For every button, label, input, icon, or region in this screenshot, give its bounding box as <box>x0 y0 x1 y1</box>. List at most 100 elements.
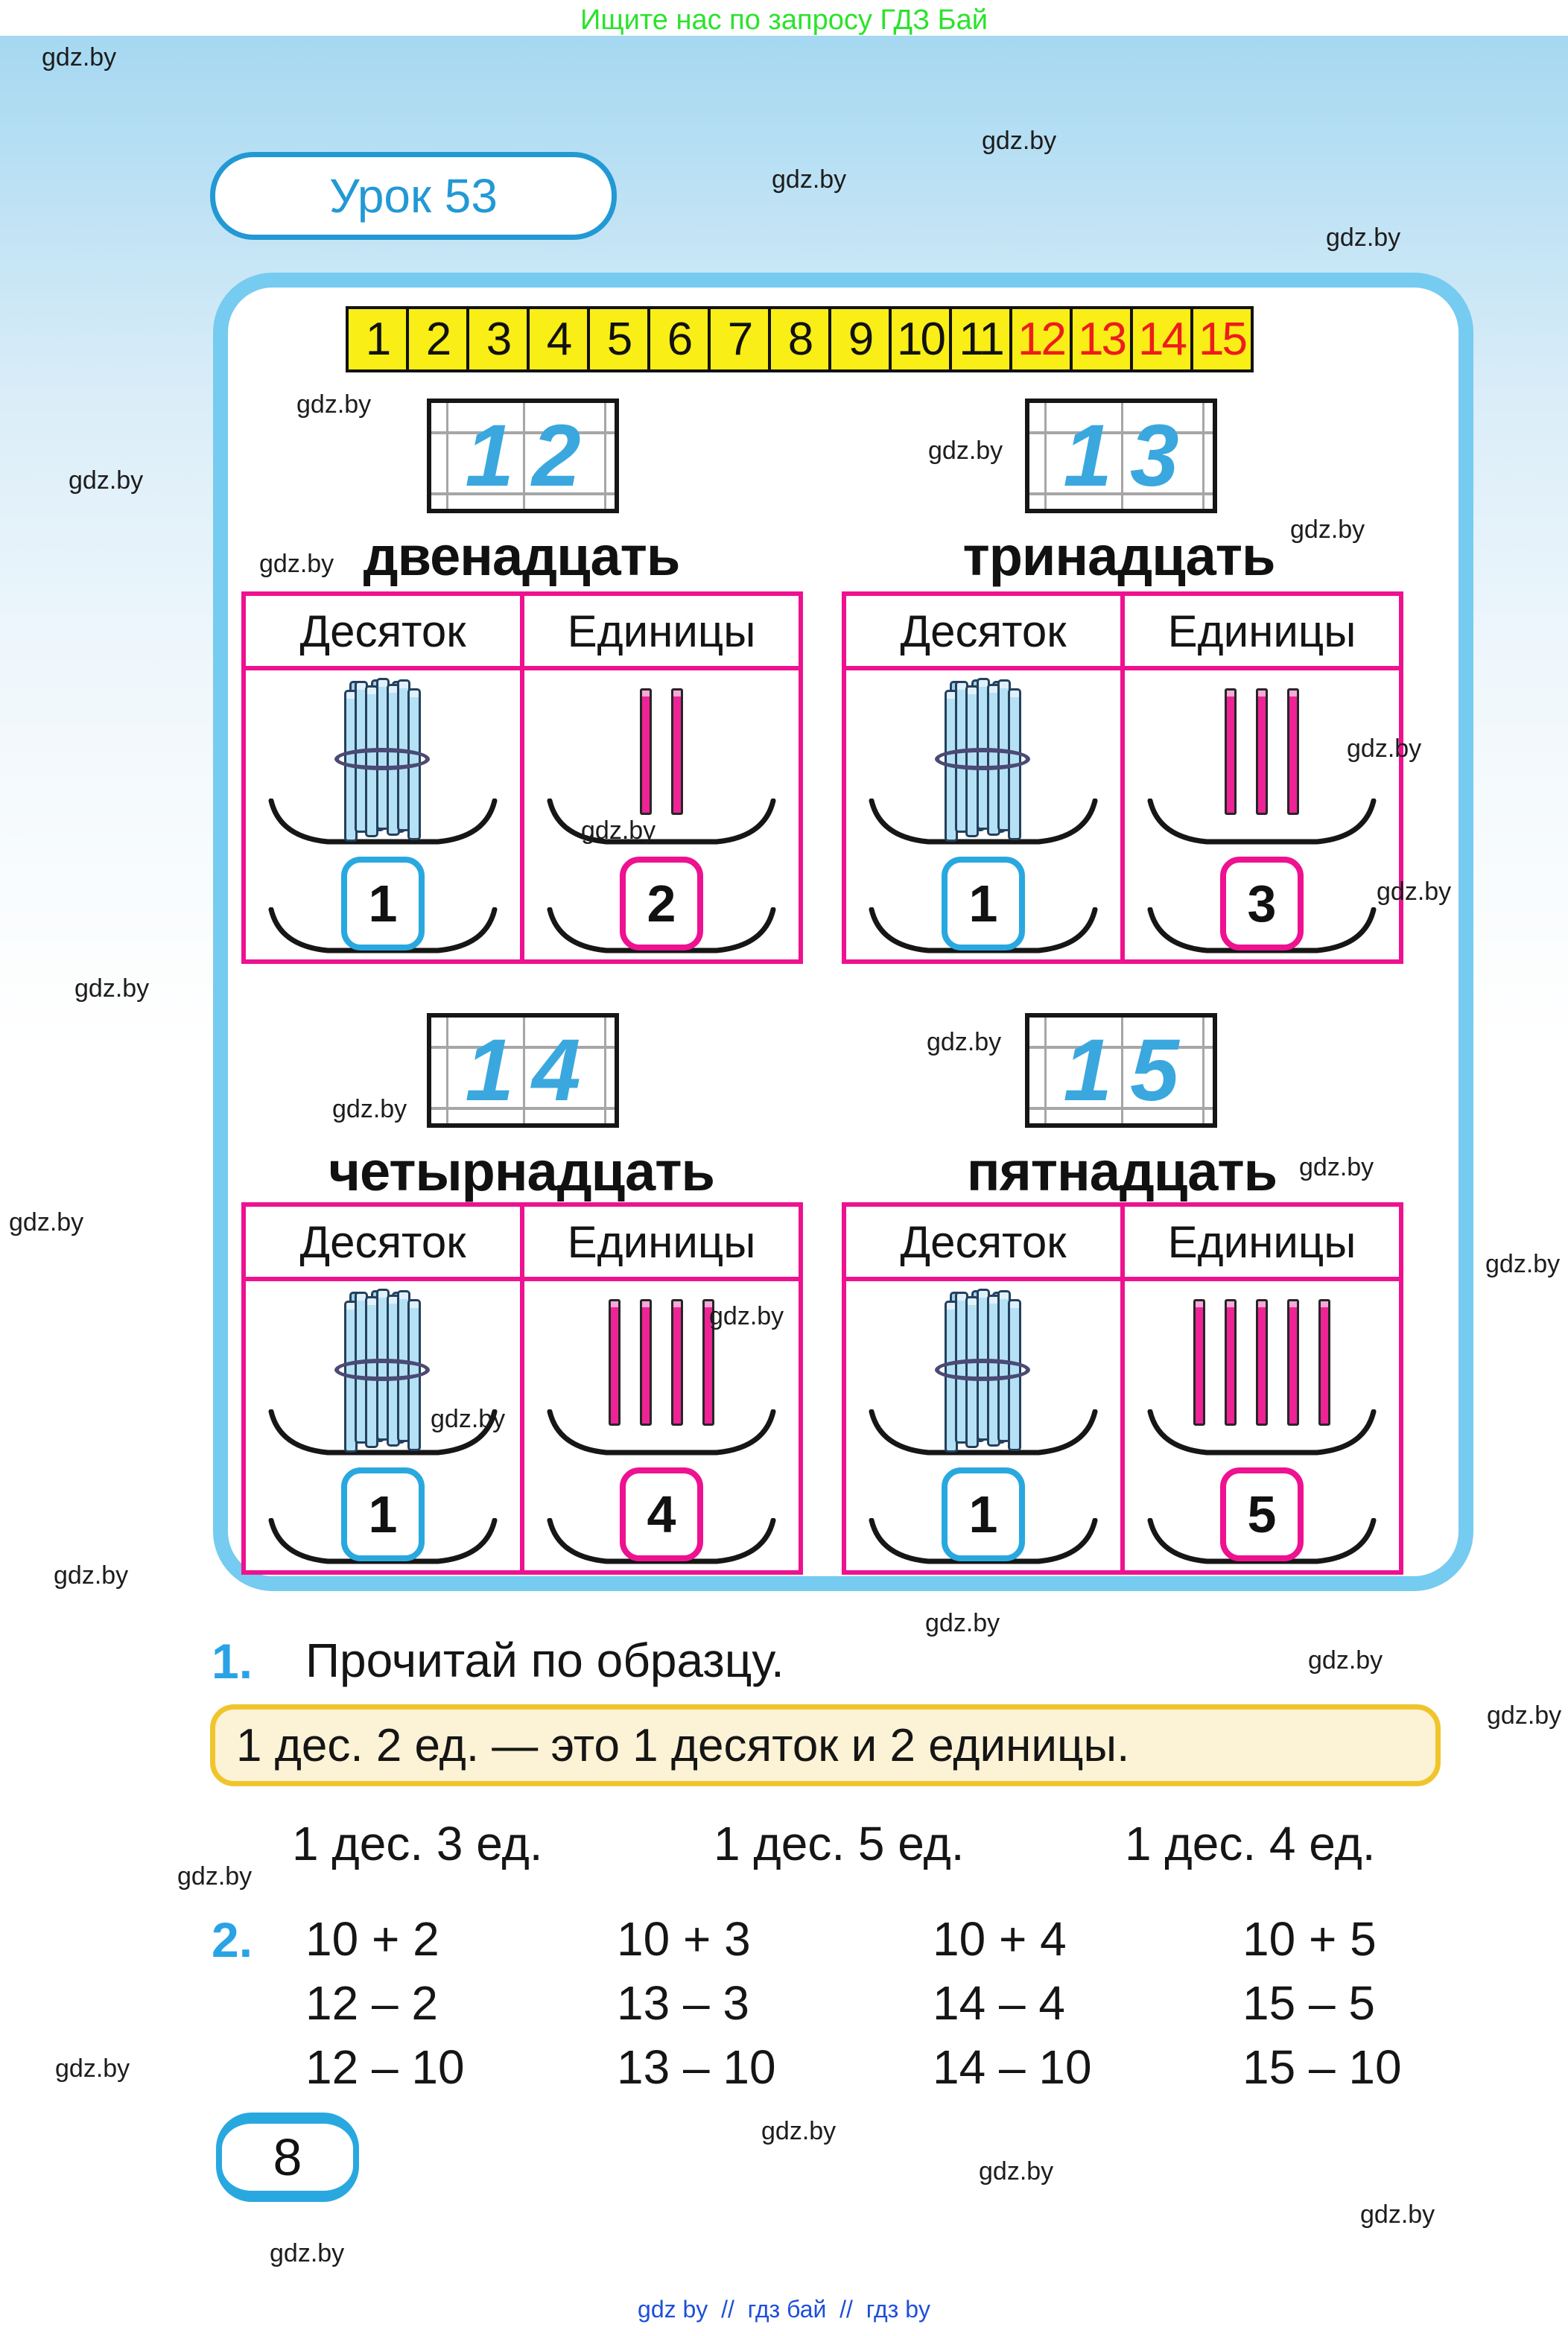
card-grid-vline <box>1121 1018 1123 1123</box>
watermark: gdz.by <box>74 974 150 1003</box>
exercise2-number: 2. <box>212 1912 253 1967</box>
table-header-row: Десяток Единицы <box>246 596 799 670</box>
tens-card-tray <box>267 907 499 955</box>
watermark: gdz.by <box>332 1095 407 1123</box>
unit-stick <box>1287 1299 1299 1426</box>
table-header-units: Единицы <box>1167 1216 1356 1267</box>
card-grid-vline <box>523 1018 525 1123</box>
unit-stick <box>1318 1299 1330 1426</box>
place-value-table-4: Десяток Единицы 1 5 <box>842 1202 1403 1575</box>
tens-cell: 1 <box>846 670 1125 959</box>
handwritten-digit: 5 <box>1130 1021 1179 1120</box>
tens-card-tray <box>267 1518 499 1566</box>
table-header-row: Десяток Единицы <box>846 596 1399 670</box>
strip-number-8: 8 <box>768 306 831 372</box>
card-grid-vline <box>1202 1018 1204 1123</box>
tens-sticks-tray <box>867 799 1099 846</box>
exercise2-expression: 12 – 2 <box>305 1976 438 2030</box>
unit-stick <box>1225 688 1237 815</box>
tens-card-tray <box>867 907 1099 955</box>
units-value-card: 3 <box>1220 857 1304 950</box>
page-number-badge: 8 <box>216 2113 359 2202</box>
watermark: gdz.by <box>296 390 372 419</box>
strip-number-6: 6 <box>647 306 711 372</box>
units-card-tray <box>545 907 778 955</box>
units-cell: 5 <box>1125 1281 1399 1570</box>
handwritten-digit: 1 <box>465 1021 514 1120</box>
unit-stick <box>1193 1299 1205 1426</box>
watermark: gdz.by <box>761 2117 837 2145</box>
card-grid-hline <box>1029 1046 1213 1049</box>
watermark: gdz.by <box>9 1208 84 1237</box>
card-grid-hline <box>431 1107 615 1110</box>
watermark: gdz.by <box>69 466 144 495</box>
handwritten-digit: 1 <box>465 407 514 505</box>
handwritten-digit: 1 <box>1063 407 1112 505</box>
watermark: gdz.by <box>1308 1646 1383 1675</box>
exercise2-expression: 15 – 10 <box>1242 2040 1402 2094</box>
watermark: gdz.by <box>177 1862 253 1891</box>
exercise2-expression: 10 + 3 <box>617 1912 751 1966</box>
table-header-tens: Десяток <box>846 1207 1125 1277</box>
units-card-tray <box>1146 907 1378 955</box>
table-header-units: Единицы <box>567 1216 756 1267</box>
tens-value-card: 1 <box>942 857 1025 950</box>
exercise1-item-3: 1 дес. 4 ед. <box>1125 1817 1376 1870</box>
table-header-units: Единицы <box>567 606 756 656</box>
tens-sticks-tray <box>867 1409 1099 1457</box>
tens-card-tray <box>867 1518 1099 1566</box>
footer-links: gdz by // гдз бай // гдз by <box>638 2296 930 2323</box>
watermark: gdz.by <box>1347 734 1422 763</box>
watermark: gdz.by <box>1326 223 1401 252</box>
exercise1-example-text: 1 дес. 2 ед. — это 1 десяток и 2 единицы… <box>236 1719 1130 1771</box>
watermark: gdz.by <box>1485 1250 1561 1278</box>
number-word-15: пятнадцать <box>966 1140 1277 1202</box>
watermark: gdz.by <box>927 1028 1002 1056</box>
exercise2-expression: 14 – 4 <box>933 1976 1065 2030</box>
watermark: gdz.by <box>270 2239 345 2267</box>
tens-cell: 1 <box>246 670 524 959</box>
strip-number-10: 10 <box>889 306 952 372</box>
exercise2-expression: 13 – 10 <box>617 2040 776 2094</box>
card-grid-hline <box>431 431 615 434</box>
unit-sticks-group <box>609 1299 714 1426</box>
page-number-label: 8 <box>273 2128 302 2186</box>
exercise1-item-2: 1 дес. 5 ед. <box>714 1817 965 1870</box>
table-header-tens: Десяток <box>846 596 1125 666</box>
bundle-band <box>334 1359 430 1381</box>
bundle-band <box>935 1359 1030 1381</box>
lesson-number-label: Урок 53 <box>329 169 498 223</box>
strip-number-1: 1 <box>346 306 409 372</box>
table-header-units: Единицы <box>1167 606 1356 656</box>
watermark: gdz.by <box>982 127 1057 155</box>
card-grid-vline <box>604 1018 606 1123</box>
watermark: gdz.by <box>259 550 334 578</box>
table-header-tens: Десяток <box>246 596 524 666</box>
number-word-13: тринадцать <box>962 525 1275 587</box>
bundle-band <box>935 748 1030 770</box>
tens-value-card: 1 <box>942 1467 1025 1561</box>
tens-sticks-tray <box>267 799 499 846</box>
units-cell: 2 <box>524 670 799 959</box>
tens-value-card: 1 <box>341 857 425 950</box>
tens-value-card: 1 <box>341 1467 425 1561</box>
unit-stick <box>1225 1299 1237 1426</box>
bundle-of-ten-sticks <box>935 1289 1030 1460</box>
exercise2-expression: 10 + 4 <box>933 1912 1067 1966</box>
unit-stick <box>1287 688 1299 815</box>
exercise2-expression: 13 – 3 <box>617 1976 749 2030</box>
bundle-of-ten-sticks <box>334 678 430 849</box>
strip-number-9: 9 <box>828 306 892 372</box>
card-grid-hline <box>1029 492 1213 495</box>
unit-stick <box>671 1299 683 1426</box>
units-card-tray <box>545 1518 778 1566</box>
strip-number-11: 11 <box>949 306 1012 372</box>
